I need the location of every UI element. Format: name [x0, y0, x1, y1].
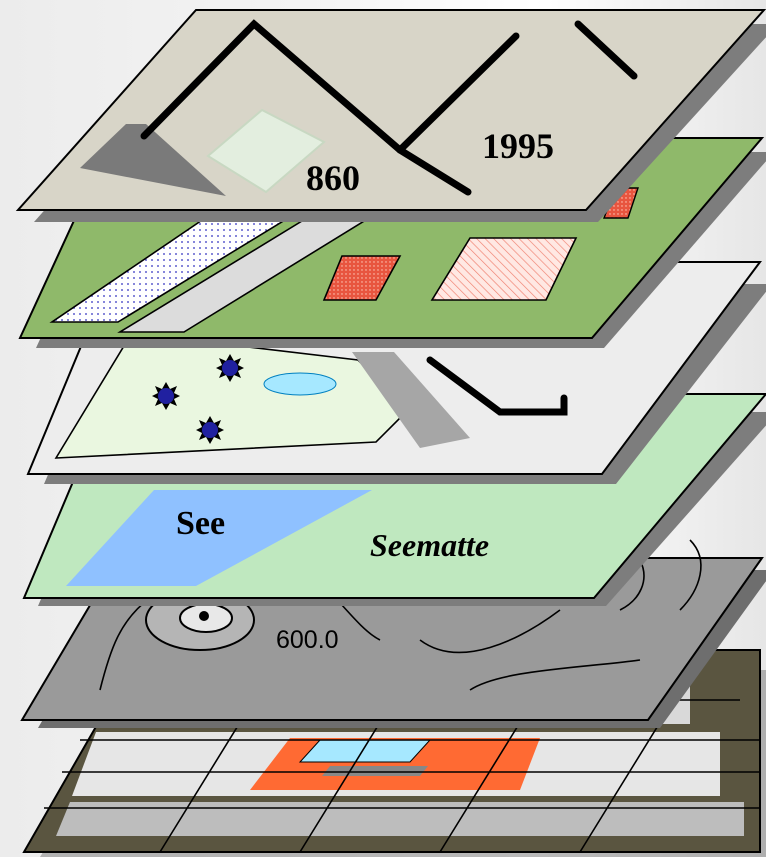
- roads-plate: [15, 9, 766, 211]
- building-dark: [80, 124, 226, 196]
- parcel-number-label: 860: [306, 158, 360, 198]
- contour-label: 600.0: [276, 626, 339, 654]
- road-lines: [140, 19, 638, 196]
- cyan-patch: [298, 739, 432, 763]
- pond: [263, 372, 337, 396]
- marsh-label: Seematte: [370, 527, 489, 563]
- roads-buildings-layer: 860 1995: [15, 9, 766, 222]
- tree-icon: [196, 416, 224, 444]
- building-light: [206, 108, 326, 194]
- red-parcel: [322, 255, 402, 301]
- tree-icon: [216, 354, 244, 382]
- lake-label: See: [176, 505, 225, 542]
- hatched-parcel: [430, 237, 578, 301]
- path-line: [426, 356, 568, 416]
- peak-marker: [199, 611, 209, 621]
- year-label: 1995: [482, 126, 554, 166]
- tree-icon: [152, 382, 180, 410]
- lake: [66, 490, 372, 586]
- tree-icons: [152, 354, 244, 444]
